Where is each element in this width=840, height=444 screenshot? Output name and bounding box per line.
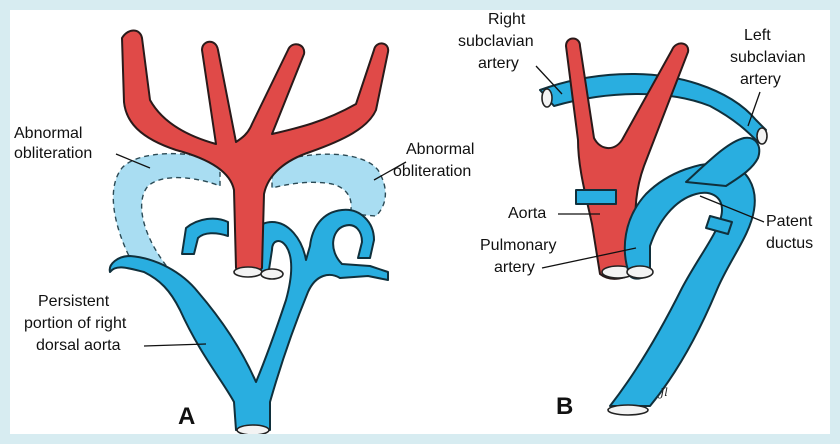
arch-lumen: [260, 268, 284, 280]
artist-signature: Jl: [658, 386, 668, 399]
figure-frame: Abnormal obliteration Abnormal obliterat…: [10, 10, 830, 434]
label-aorta: Aorta: [508, 205, 546, 222]
leader-dorsal-aorta: [143, 343, 207, 347]
label-patent-ductus: Patent ductus: [766, 213, 817, 252]
descending-aorta-lumen: [607, 404, 649, 416]
label-pulmonary-artery: Pulmonary artery: [480, 237, 561, 276]
right-subclavian-stump: [181, 217, 229, 255]
label-left-subclavian: Left subclavian artery: [730, 27, 810, 88]
carotid-lumen: [233, 266, 263, 278]
left-subclavian-lumen: [756, 127, 768, 145]
leader-patent-ductus: [699, 195, 765, 223]
leader-left-subclavian: [747, 91, 761, 127]
persistent-right-dorsal-aorta: [108, 208, 389, 431]
label-persistent-dorsal-aorta: Persistent portion of right dorsal aorta: [24, 293, 131, 354]
panel-b-letter: B: [556, 393, 573, 420]
right-subclavian-lumen: [541, 88, 553, 108]
label-right-subclavian: Right subclavian artery: [458, 11, 538, 72]
aorta: [565, 37, 690, 280]
panel-a-letter: A: [178, 403, 195, 430]
panel-b: Right subclavian artery Left subclavian …: [458, 11, 817, 420]
pulmonary-artery-and-descending-aorta: [609, 162, 756, 407]
dorsal-aorta-lumen: [236, 424, 270, 434]
leader-obliteration-left: [115, 153, 151, 169]
left-pulmonary-branch: [705, 215, 733, 235]
label-abnormal-obliteration-right: Abnormal obliteration: [393, 141, 479, 180]
leader-obliteration-right: [373, 161, 407, 181]
panel-a: Abnormal obliteration Abnormal obliterat…: [14, 29, 479, 434]
pulmonary-lumen: [626, 265, 654, 279]
leader-right-subclavian: [535, 65, 563, 95]
leader-pulmonary-artery: [541, 247, 637, 269]
right-pulmonary-branch: [575, 189, 617, 205]
label-abnormal-obliteration-left: Abnormal obliteration: [14, 125, 92, 162]
vascular-diagram: Abnormal obliteration Abnormal obliterat…: [14, 11, 817, 434]
obliterated-segment-right: [271, 153, 386, 217]
obliterated-segment-left: [112, 152, 221, 273]
carotid-trunk: [121, 29, 390, 275]
patent-ductus: [685, 136, 761, 187]
